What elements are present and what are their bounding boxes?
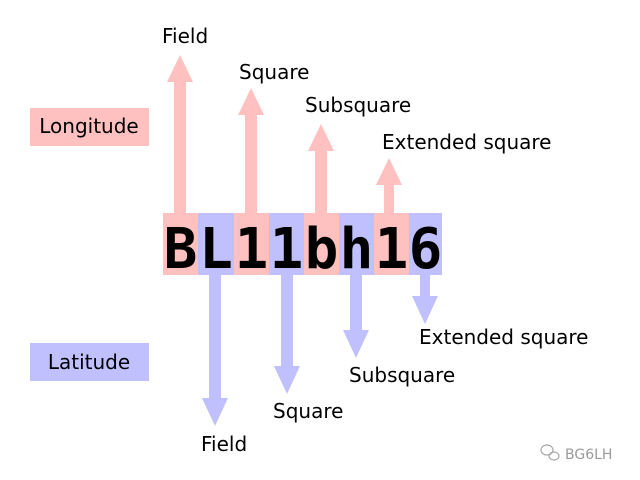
legend-latitude-box — [30, 343, 149, 381]
locator-cells — [163, 213, 442, 275]
wechat-icon — [540, 444, 560, 461]
locator-cell — [198, 213, 234, 275]
locator-char: B — [164, 217, 198, 282]
watermark-text: BG6LH — [565, 447, 612, 463]
legend-latitude-label: Latitude — [48, 350, 130, 374]
locator-char: L — [199, 217, 233, 282]
latitude-square-label: Square — [273, 399, 343, 423]
latitude-field-label: Field — [201, 432, 247, 456]
locator-char: h — [340, 217, 374, 282]
longitude-subsquare-arrow — [308, 124, 334, 213]
locator-char: 6 — [409, 217, 443, 282]
locator-cell — [269, 213, 304, 275]
legend-longitude-label: Longitude — [39, 114, 138, 138]
longitude-square-label: Square — [239, 60, 309, 84]
latitude-subsquare-label: Subsquare — [349, 363, 455, 387]
latitude-arrows — [202, 275, 438, 426]
locator-text: B L 1 1 b h 1 6 — [164, 217, 443, 282]
watermark: BG6LH — [540, 444, 612, 463]
longitude-arrows — [167, 55, 402, 213]
locator-cell — [374, 213, 409, 275]
longitude-subsquare-label: Subsquare — [305, 93, 411, 117]
latitude-extended-label: Extended square — [419, 325, 588, 349]
legend-longitude-box — [30, 108, 149, 146]
longitude-field-arrow — [167, 55, 193, 213]
longitude-extended-label: Extended square — [382, 130, 551, 154]
locator-cell — [339, 213, 374, 275]
locator-char: 1 — [235, 217, 269, 282]
locator-char: 1 — [270, 217, 304, 282]
locator-cell — [409, 213, 442, 275]
latitude-subsquare-arrow — [343, 275, 369, 358]
longitude-square-arrow — [238, 88, 264, 213]
locator-cell — [234, 213, 269, 275]
locator-cell — [163, 213, 198, 275]
longitude-field-label: Field — [162, 24, 208, 48]
latitude-square-arrow — [274, 275, 300, 394]
locator-char: b — [305, 217, 339, 282]
locator-char: 1 — [375, 217, 409, 282]
longitude-extended-arrow — [376, 158, 402, 213]
locator-cell — [304, 213, 339, 275]
latitude-field-arrow — [202, 275, 228, 426]
latitude-extended-arrow — [412, 275, 438, 324]
